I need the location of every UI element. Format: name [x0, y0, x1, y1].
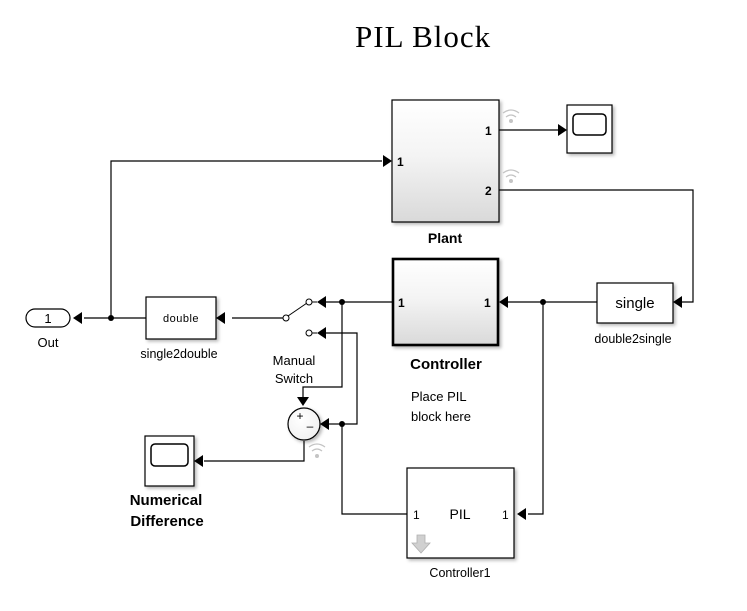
scope-screen-icon — [150, 443, 189, 467]
controller1-in-port-1: 1 — [502, 508, 509, 522]
arrow-head — [297, 397, 309, 406]
signal-logging-icon — [502, 169, 520, 183]
wire-branch-to-controller1[interactable] — [528, 302, 544, 515]
sum-block[interactable]: + – — [287, 407, 321, 441]
outport-body[interactable] — [25, 308, 71, 328]
wire-branch-to-sum-plus[interactable] — [302, 302, 343, 397]
arrow-head — [73, 312, 82, 324]
controller-in-port-1: 1 — [398, 296, 405, 310]
arrow-head — [320, 418, 329, 430]
manual-switch-label-line-2: Switch — [275, 371, 313, 386]
manual-switch-label-line-1: Manual — [273, 353, 316, 368]
wire-branch-to-plant-in[interactable] — [110, 160, 382, 318]
pil-annotation: Place PIL block here — [411, 389, 471, 424]
double2single-label: double2single — [594, 332, 671, 346]
numerical-difference-label-line-2: Difference — [130, 513, 203, 530]
wire-controller1-out[interactable] — [341, 424, 407, 515]
controller-block[interactable]: 1 1 Controller — [391, 257, 500, 373]
controller1-label: Controller1 — [429, 566, 490, 580]
wire-sum-to-scope[interactable] — [204, 441, 305, 462]
switch-input-terminal-2 — [305, 329, 313, 337]
sum-minus-sign: – — [307, 419, 314, 433]
sum-plus-sign: + — [296, 409, 303, 423]
controller1-pil-block[interactable]: 1 1 PIL Controller1 — [406, 467, 515, 580]
single2double-label: single2double — [140, 347, 217, 361]
switch-output-terminal — [282, 314, 290, 322]
numerical-difference-label-line-1: Numerical — [130, 492, 203, 509]
arrow-head — [558, 124, 567, 136]
controller-out-port-1: 1 — [484, 296, 491, 310]
plant-body[interactable] — [391, 99, 500, 223]
double2single-content: single — [615, 295, 654, 312]
wire-to-switch-lower[interactable] — [325, 332, 358, 425]
controller1-out-port-1: 1 — [413, 508, 420, 522]
plant-out-port-1: 1 — [485, 124, 492, 138]
arrow-head — [499, 296, 508, 308]
arrow-head — [673, 296, 682, 308]
double2single-block[interactable]: single double2single — [594, 282, 674, 346]
outport-block[interactable]: 1 Out — [25, 308, 71, 350]
signal-logging-icon — [502, 109, 520, 123]
plant-in-port-1: 1 — [397, 155, 404, 169]
annotation-line-2: block here — [411, 409, 471, 424]
scope-block-plant-output[interactable] — [566, 104, 613, 154]
down-arrow-icon — [411, 534, 431, 554]
single2double-body[interactable] — [145, 296, 217, 340]
outport-number: 1 — [44, 311, 51, 326]
manual-switch-block[interactable]: Manual Switch — [273, 298, 317, 386]
scope-block-numerical-difference[interactable]: Numerical Difference — [130, 435, 204, 530]
sum-body[interactable] — [287, 407, 321, 441]
annotation-line-1: Place PIL — [411, 389, 467, 404]
switch-lever[interactable] — [287, 302, 308, 317]
arrow-head — [317, 327, 326, 339]
controller-label: Controller — [410, 356, 482, 373]
single2double-block[interactable]: double single2double — [140, 296, 218, 361]
wire-plant-out2-to-double2single[interactable] — [499, 189, 694, 303]
diagram-title: PIL Block — [355, 19, 491, 54]
arrow-head — [517, 508, 526, 520]
outport-label: Out — [38, 335, 59, 350]
signal-lines — [73, 124, 694, 520]
controller1-body[interactable] — [406, 467, 515, 559]
arrow-head — [194, 455, 203, 467]
single2double-content: double — [163, 313, 199, 325]
double2single-body[interactable] — [596, 282, 674, 324]
switch-input-terminal-1 — [305, 298, 313, 306]
plant-block[interactable]: 1 1 2 Plant — [391, 99, 500, 246]
signal-logging-icon — [308, 443, 326, 458]
controller1-content: PIL — [449, 506, 470, 522]
plant-label: Plant — [428, 230, 463, 246]
controller-body[interactable] — [391, 257, 500, 347]
scope-screen-icon — [572, 113, 607, 136]
arrow-head — [317, 296, 326, 308]
arrow-head — [383, 155, 392, 167]
plant-out-port-2: 2 — [485, 184, 492, 198]
arrow-head — [216, 312, 225, 324]
